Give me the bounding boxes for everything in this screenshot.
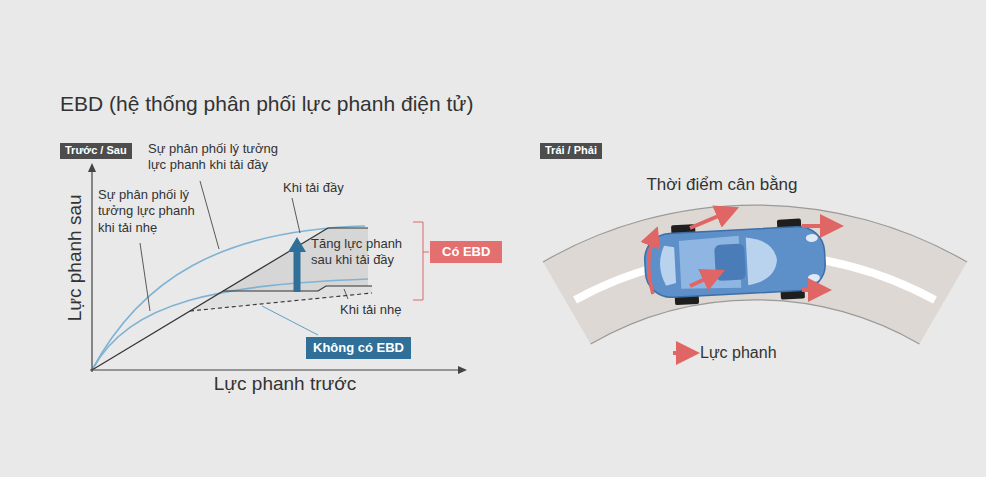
section-tag: Trái / Phải bbox=[540, 143, 602, 159]
increase-arrow bbox=[294, 250, 301, 292]
brake-arrow bbox=[690, 275, 714, 286]
bracket bbox=[413, 222, 423, 300]
leader-line bbox=[200, 181, 219, 249]
leader-line bbox=[262, 306, 318, 335]
y-axis-head bbox=[88, 163, 96, 172]
box-text: Có EBD bbox=[442, 244, 490, 260]
region-label: Tăng lực phanh sau khi tải đầy bbox=[311, 236, 409, 269]
legend-text: Lực phanh bbox=[700, 343, 777, 363]
brake-arrow bbox=[802, 224, 832, 228]
axis-title: Lực phanh sau bbox=[62, 195, 86, 322]
road bbox=[543, 205, 967, 344]
status-box: Có EBD bbox=[430, 241, 502, 263]
leader-line bbox=[140, 243, 150, 311]
box-text: Trái / Phải bbox=[545, 144, 597, 158]
status-box: Không có EBD bbox=[306, 337, 411, 359]
car bbox=[643, 217, 827, 306]
box-text: Không có EBD bbox=[313, 340, 404, 356]
increase-arrow-head bbox=[288, 237, 306, 252]
legend-arrow bbox=[673, 351, 688, 355]
full-top bbox=[328, 227, 368, 228]
curve-label: Khi tải đầy bbox=[283, 180, 344, 196]
ebd-diagonal bbox=[92, 228, 328, 370]
leader-line bbox=[292, 198, 300, 233]
curve-label: Sự phân phối lý tưởng lực phanh khi tải … bbox=[98, 187, 212, 236]
scene-caption: Thời điểm cân bằng bbox=[646, 174, 797, 195]
brake-arrow bbox=[802, 288, 820, 292]
box-text: Trước / Sau bbox=[65, 144, 127, 158]
road-edge bbox=[591, 300, 920, 344]
curve-label: Khi tải nhẹ bbox=[340, 302, 401, 318]
bracket-tick bbox=[423, 252, 429, 253]
section-tag: Trước / Sau bbox=[60, 143, 132, 159]
x-axis bbox=[90, 369, 460, 370]
y-axis bbox=[91, 170, 92, 372]
axis-title: Lực phanh trước bbox=[214, 372, 356, 396]
x-axis-head bbox=[458, 366, 467, 374]
brake-arrow bbox=[690, 212, 728, 228]
leader-line bbox=[344, 289, 348, 299]
yaw-arrow bbox=[649, 236, 654, 294]
diagram-title: EBD (hệ thống phân phối lực phanh điện t… bbox=[60, 91, 473, 117]
curve-label: Sự phân phối lý tưởng lực phanh khi tải … bbox=[148, 141, 290, 174]
